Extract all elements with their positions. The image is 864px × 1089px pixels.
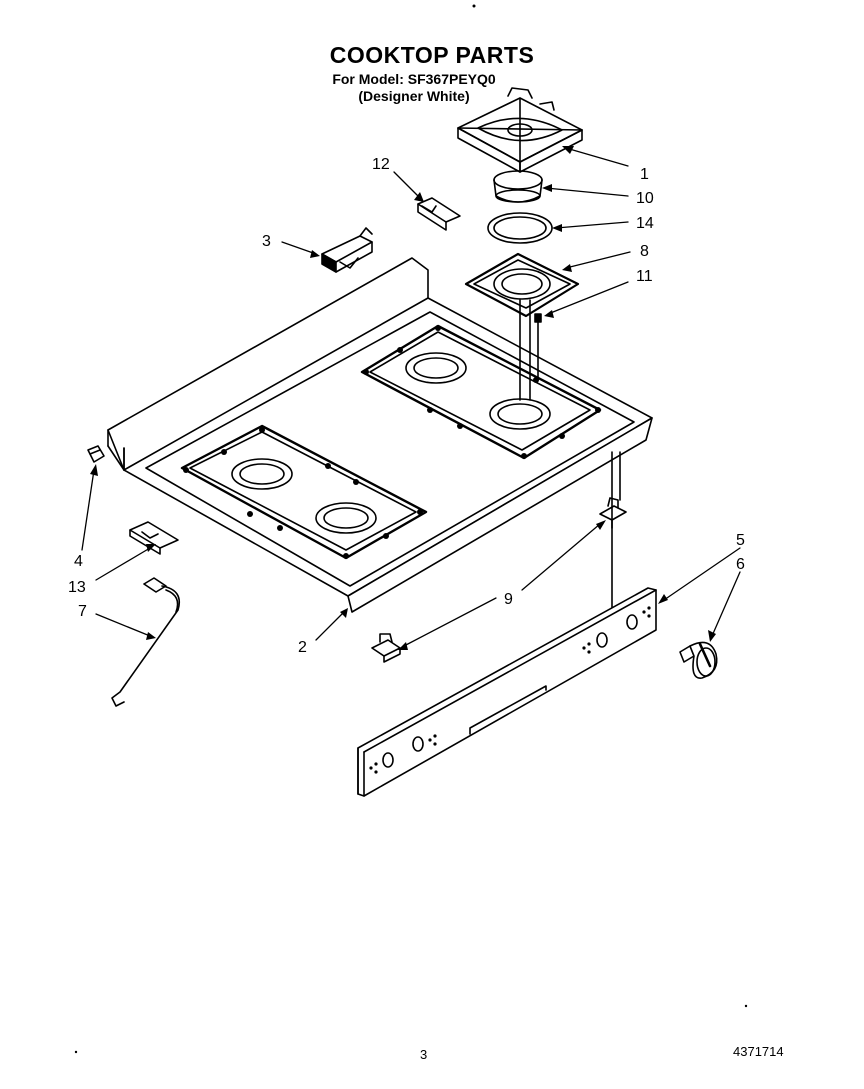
callout-6: 6: [736, 556, 745, 573]
bracket-13: [129, 521, 179, 555]
control-panel: [357, 587, 657, 797]
page-number: 3: [420, 1047, 428, 1062]
knob-opening: [596, 632, 608, 648]
burner-trim-plate: [464, 252, 580, 318]
callout-14: 14: [636, 215, 654, 232]
callout-3: 3: [262, 233, 271, 250]
callout-8: 8: [640, 243, 649, 260]
burner-opening: [315, 502, 377, 534]
burner-cap: [493, 170, 543, 203]
callout-7: 7: [78, 603, 87, 620]
knob-opening: [412, 736, 424, 752]
model-number: For Model: SF367PEYQ0: [332, 71, 496, 87]
knob-opening: [626, 614, 638, 630]
bracket-12: [417, 197, 461, 231]
callout-9: 9: [504, 591, 513, 608]
callout-leaders: [81, 146, 741, 650]
callout-12: 12: [372, 156, 390, 173]
callout-5: 5: [736, 532, 745, 549]
page-title: COOKTOP PARTS: [329, 42, 535, 68]
callout-4: 4: [74, 553, 83, 570]
callout-13: 13: [68, 579, 86, 596]
document-number: 4371714: [733, 1044, 784, 1059]
clip-9-upper: [599, 497, 627, 529]
hinge-bracket-3: [321, 227, 373, 273]
clip-4: [87, 445, 105, 463]
screw: [534, 313, 542, 379]
callout-11: 11: [636, 268, 653, 285]
burner-opening: [231, 458, 293, 490]
burner-grate: [457, 87, 583, 173]
igniter-wire: [111, 577, 181, 707]
cooktop-main-top: [107, 257, 653, 613]
callout-10: 10: [636, 190, 654, 207]
clip-9-lower: [371, 633, 401, 663]
burner-opening: [405, 352, 467, 384]
callout-1: 1: [640, 166, 649, 183]
burner-ring: [487, 212, 553, 244]
callout-2: 2: [298, 639, 307, 656]
control-knob: [679, 641, 718, 679]
knob-opening: [382, 752, 394, 768]
model-variant: (Designer White): [358, 88, 470, 104]
